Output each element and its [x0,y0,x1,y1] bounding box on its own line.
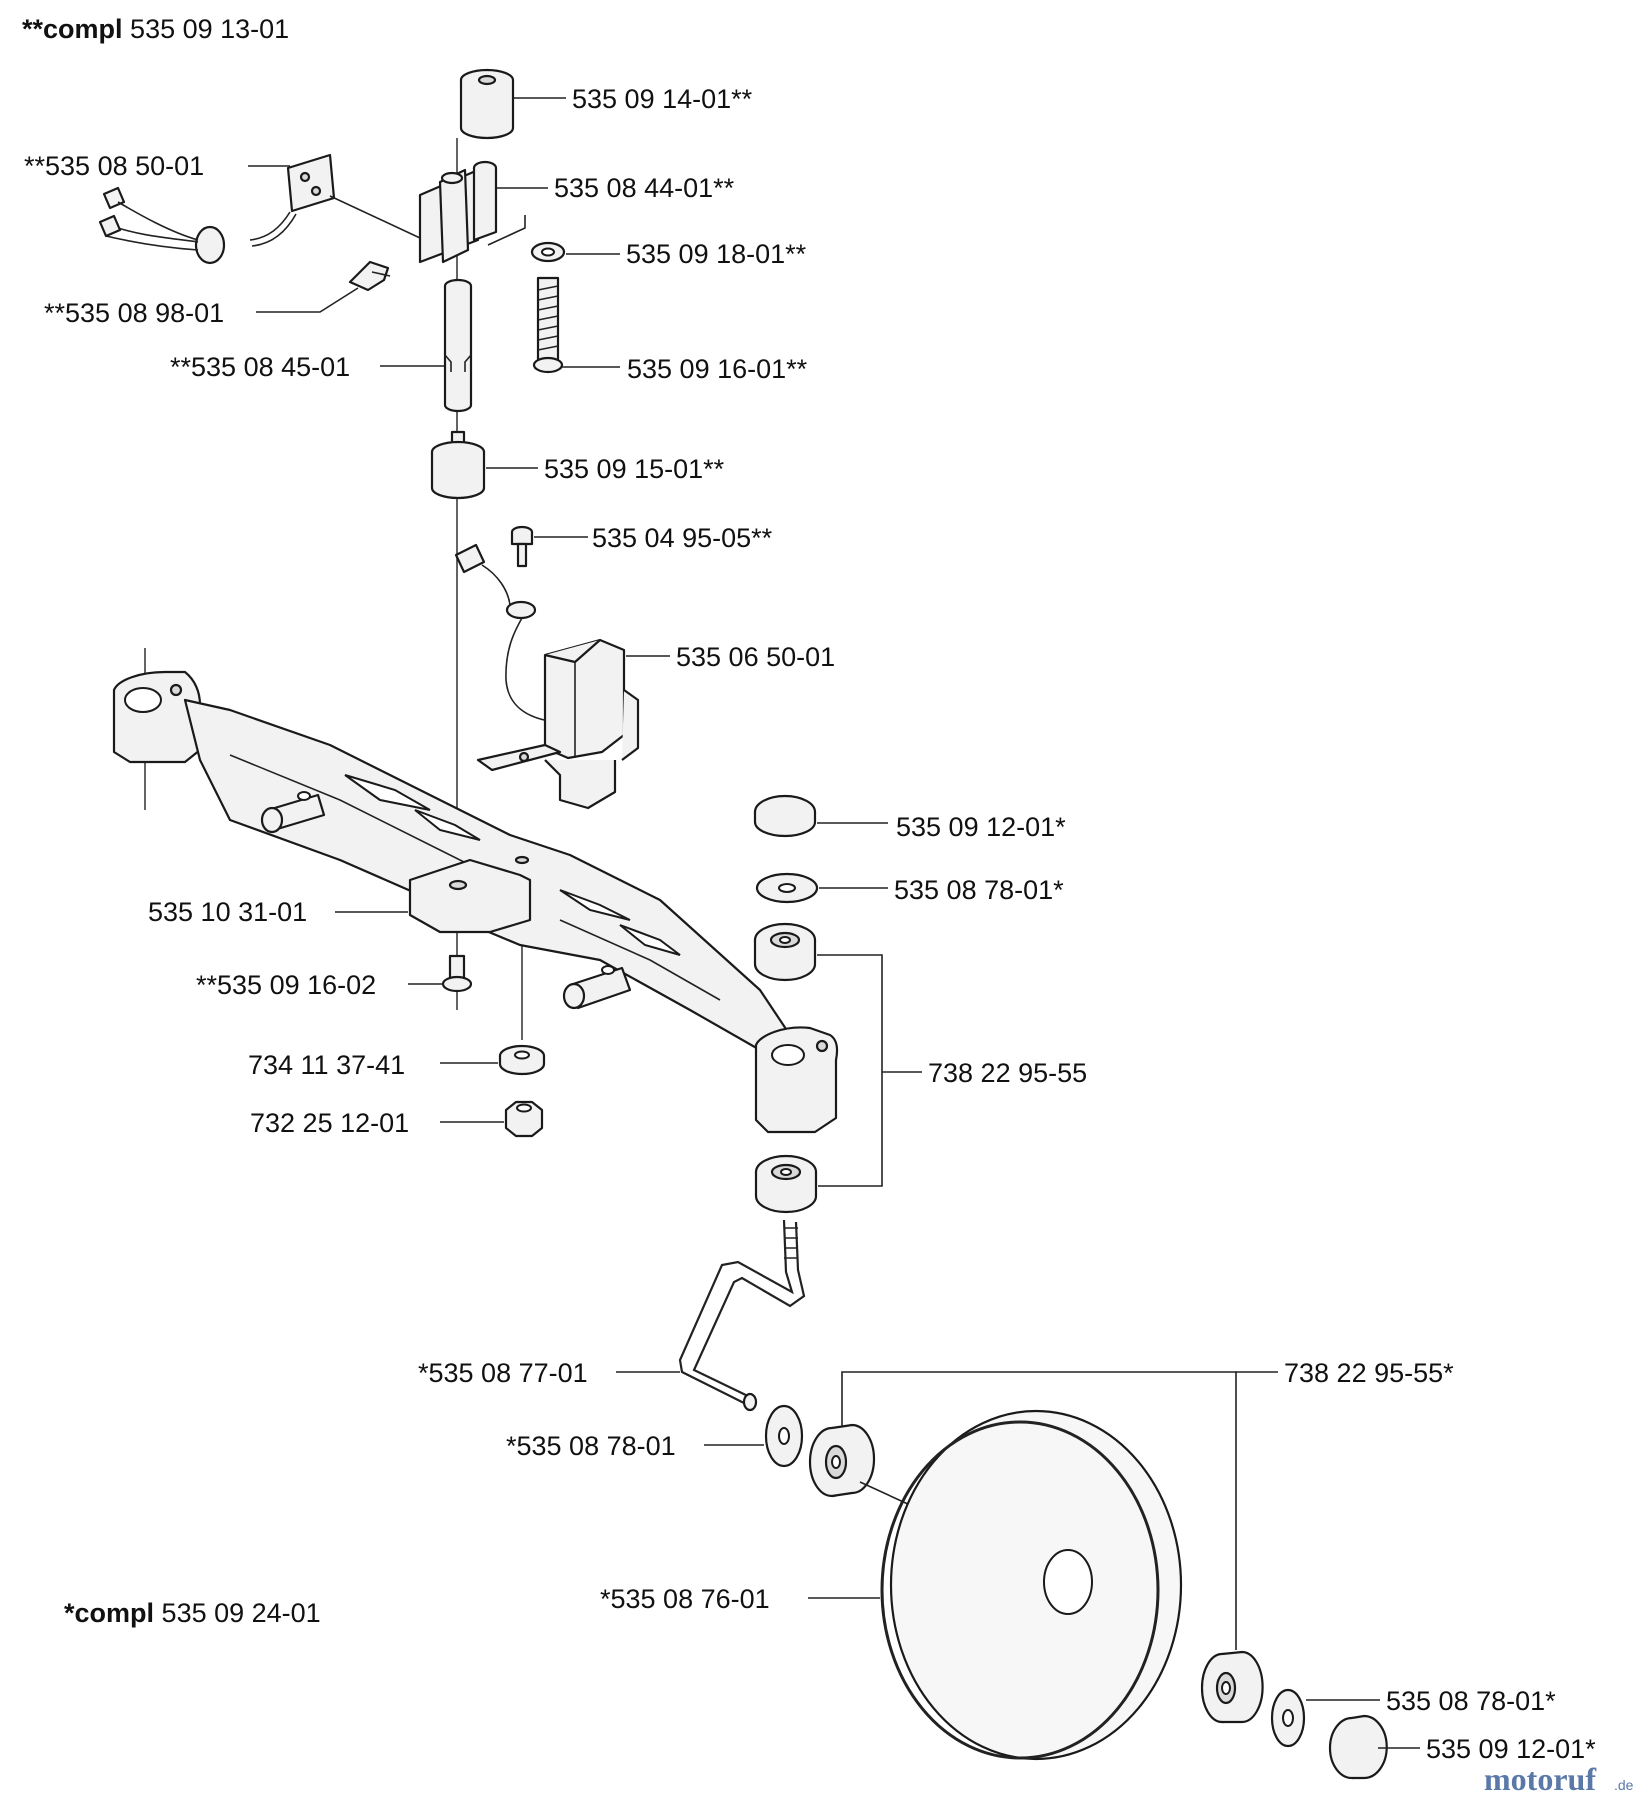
part-label-535-08-78-01-top: 535 08 78-01* [894,875,1064,905]
part-label-535-04-95-05: 535 04 95-05** [592,523,773,553]
mount-bracket-part [418,160,498,264]
lower-spacer-part [430,430,486,500]
wheel-part [880,1409,1183,1761]
part-label-535-08-77-01: *535 08 77-01 [418,1358,588,1388]
part-label-535-08-50-01: **535 08 50-01 [24,151,204,181]
part-label-535-09-12-01-bottom: 535 09 12-01* [1426,1734,1596,1764]
connector-cable-part [454,543,556,723]
part-label-535-08-78-01-bottom: 535 08 78-01* [1386,1686,1556,1716]
part-label-535-08-78-01-wheel: *535 08 78-01 [506,1431,676,1461]
part-label-535-09-14-01: 535 09 14-01** [572,84,753,114]
part-label-535-08-44-01: 535 08 44-01** [554,173,735,203]
top-spacer-part [459,68,515,140]
small-screw-part [510,525,534,568]
flat-washer-part [498,1044,546,1076]
front-axle-part [112,670,839,1134]
part-label-535-08-76-01: *535 08 76-01 [600,1584,770,1614]
part-label-535-08-98-01: **535 08 98-01 [44,298,224,328]
bearing-lower-part [754,1154,818,1214]
pivot-shaft-part [443,278,473,413]
compl-main-label: **compl 535 09 13-01 [22,14,289,44]
short-bolt-part [441,954,473,993]
wheel-bearing-far-part [1200,1650,1264,1724]
spring-clip-part [348,260,391,292]
compl-wheel-label: *compl 535 09 24-01 [64,1598,321,1628]
part-label-734-11-37-41: 734 11 37-41 [248,1050,405,1080]
caster-fork-part [678,1219,806,1412]
wheel-bearing-near-part [808,1423,876,1498]
part-label-535-06-50-01: 535 06 50-01 [676,642,835,672]
part-label-738-22-95-55: 738 22 95-55 [928,1058,1087,1088]
sensor-cable-part [98,153,336,265]
long-bolt-part [532,276,564,374]
svg-text:.de: .de [1614,1777,1634,1793]
part-label-535-09-16-01: 535 09 16-01** [627,354,808,384]
washer-bottom-part [1270,1688,1306,1748]
part-label-732-25-12-01: 732 25 12-01 [250,1108,409,1138]
part-label-738-22-95-55-star: 738 22 95-55* [1284,1358,1454,1388]
bearing-upper-part [753,922,817,982]
part-label-535-09-16-02: **535 09 16-02 [196,970,376,1000]
cap-bottom-part [1328,1714,1388,1780]
part-label-535-09-18-01: 535 09 18-01** [626,239,807,269]
small-washer-part [530,241,566,263]
svg-text:motoruf: motoruf [1484,1761,1596,1797]
motoruf-watermark: motoruf .de [1484,1761,1634,1797]
part-label-535-10-31-01: 535 10 31-01 [148,897,307,927]
sensor-module-part [476,638,640,810]
part-label-535-09-15-01: 535 09 15-01** [544,454,725,484]
wheel-washer-part [764,1404,804,1468]
hex-nut-part [504,1100,544,1138]
washer-top-part [755,872,819,904]
cap-top-part [753,794,817,838]
part-label-535-09-12-01-top: 535 09 12-01* [896,812,1066,842]
part-label-535-08-45-01: **535 08 45-01 [170,352,350,382]
